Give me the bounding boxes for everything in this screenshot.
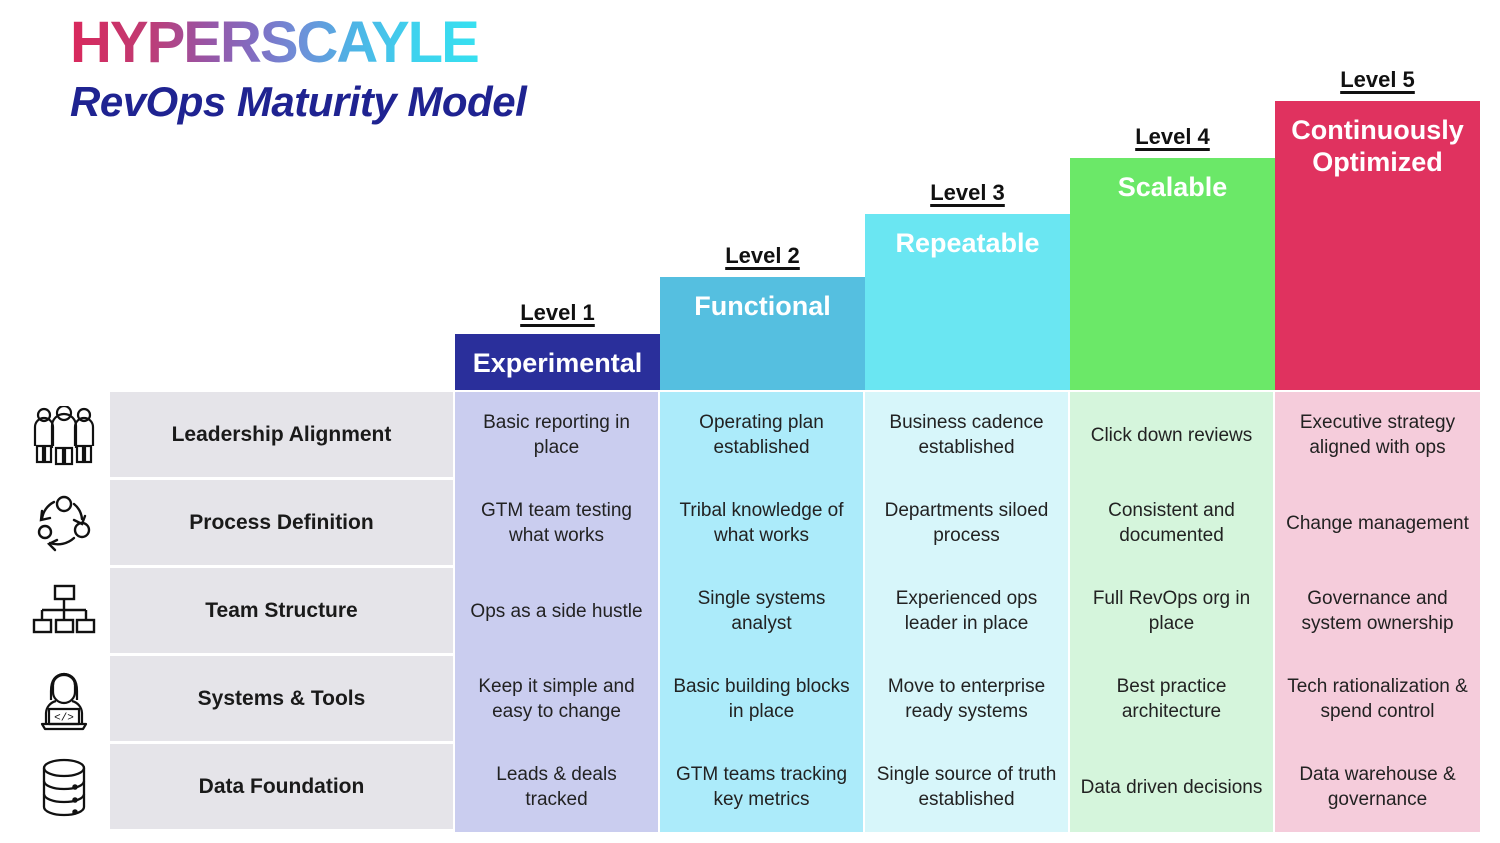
matrix-cell: Keep it simple and easy to change	[478, 676, 635, 722]
matrix-cell: Executive strategy aligned with ops	[1299, 412, 1456, 458]
level-name-5: Continuously Optimized	[1275, 101, 1480, 390]
level-name-1: Experimental	[455, 334, 660, 390]
matrix-cell: Tribal knowledge of what works	[679, 500, 844, 546]
matrix-cell: Data warehouse & governance	[1299, 764, 1456, 810]
level-caption-5: Level 5	[1340, 67, 1415, 92]
matrix-cell: Operating plan established	[699, 412, 824, 458]
stair-column-2: Level 2 Functional	[660, 243, 865, 390]
level-caption-2: Level 2	[725, 243, 800, 268]
level-name-3: Repeatable	[865, 214, 1070, 390]
matrix-cell: Click down reviews	[1090, 424, 1253, 446]
matrix-cell: Leads & deals tracked	[496, 764, 617, 810]
matrix-cell: Basic building blocks in place	[673, 676, 850, 722]
dimension-label-5: Data Foundation	[110, 744, 453, 829]
row-icon-column: </>	[22, 392, 106, 832]
matrix-cell: Move to enterprise ready systems	[887, 676, 1046, 722]
level-name-2: Functional	[660, 277, 865, 390]
matrix-cell: GTM team testing what works	[481, 500, 632, 546]
level-caption-1: Level 1	[520, 300, 595, 325]
matrix-cell: Departments siloed process	[884, 500, 1049, 546]
svg-text:</>: </>	[54, 713, 74, 725]
matrix-cell: Governance and system ownership	[1301, 588, 1454, 634]
matrix-cell: Basic reporting in place	[483, 412, 630, 458]
level-caption-3: Level 3	[930, 180, 1005, 205]
matrix-cell: GTM teams tracking key metrics	[675, 764, 848, 810]
page-title: RevOps Maturity Model	[70, 78, 527, 125]
matrix-cell: Best practice architecture	[1116, 676, 1227, 722]
stair-column-4: Level 4 Scalable	[1070, 124, 1275, 390]
matrix-cell: Data driven decisions	[1080, 776, 1263, 798]
stair-column-1: Level 1 Experimental	[455, 300, 660, 390]
level-name-4: Scalable	[1070, 158, 1275, 390]
dimension-label-2: Process Definition	[110, 480, 453, 565]
matrix-cell: Consistent and documented	[1108, 500, 1235, 546]
stair-column-5: Level 5 Continuously Optimized	[1275, 67, 1480, 390]
dimension-label-1: Leadership Alignment	[110, 392, 453, 477]
matrix-cell: Single source of truth established	[876, 764, 1057, 810]
matrix-cell: Experienced ops leader in place	[895, 588, 1038, 634]
dimension-label-3: Team Structure	[110, 568, 453, 653]
org-chart-icon	[22, 568, 106, 656]
stair-column-3: Level 3 Repeatable	[865, 180, 1070, 390]
circular-arrows-icon	[22, 480, 106, 568]
three-people-icon	[22, 392, 106, 480]
brand-logo: HYPERSCAYLE	[70, 10, 480, 75]
matrix-cell: Change management	[1286, 512, 1469, 534]
level-caption-4: Level 4	[1135, 124, 1210, 149]
matrix-cell: Tech rationalization & spend control	[1287, 676, 1468, 722]
matrix-cell: Business cadence established	[889, 412, 1044, 458]
matrix-cell: Full RevOps org in place	[1092, 588, 1251, 634]
matrix-cell: Ops as a side hustle	[470, 600, 643, 622]
database-icon	[22, 744, 106, 832]
brand-header: HYPERSCAYLE RevOps Maturity Model	[70, 14, 770, 144]
dimension-label-4: Systems & Tools	[110, 656, 453, 741]
developer-laptop-icon: </>	[22, 656, 106, 744]
matrix-cell: Single systems analyst	[697, 588, 826, 634]
